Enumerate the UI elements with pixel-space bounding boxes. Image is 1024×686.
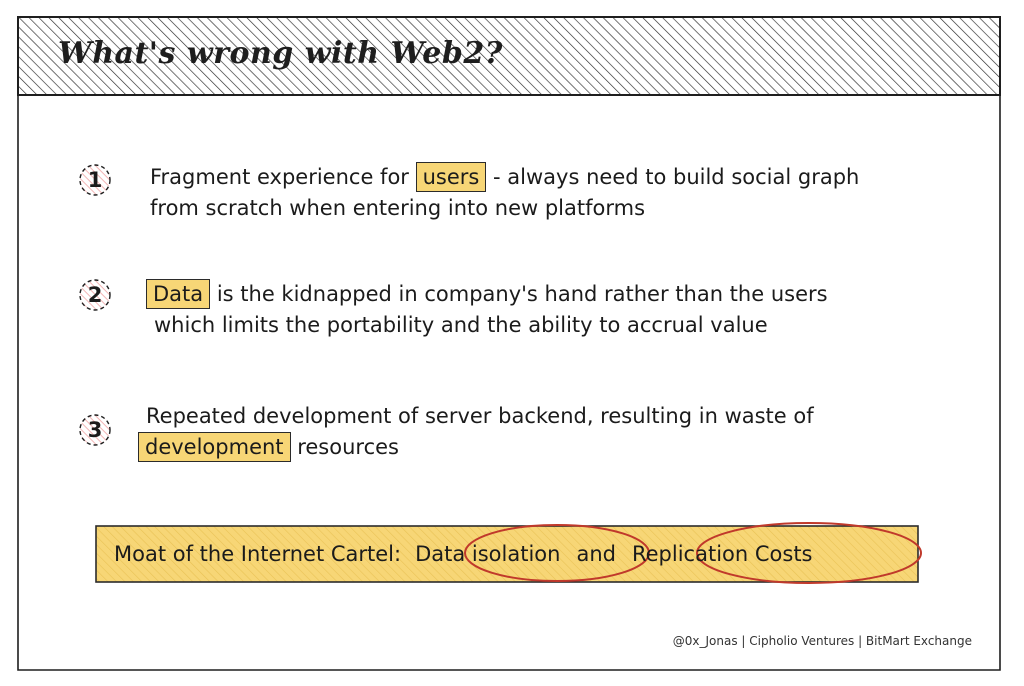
- point-1-text-before: Fragment experience for: [150, 165, 409, 189]
- slide-frame: [17, 16, 1001, 671]
- point-2-badge: 2: [78, 278, 112, 312]
- point-3-badge: 3: [78, 413, 112, 447]
- moat-box-bg: [95, 525, 919, 583]
- point-2-line-2: which limits the portability and the abi…: [154, 313, 768, 337]
- highlight-development: development: [138, 432, 291, 462]
- point-1-number: 1: [87, 168, 103, 192]
- point-3-line-1: Repeated development of server backend, …: [146, 404, 814, 428]
- header-band: [17, 16, 1001, 96]
- highlight-users: users: [415, 162, 487, 192]
- footer-credit: @0x_Jonas | Cipholio Ventures | BitMart …: [672, 634, 972, 648]
- point-3-line-2: development resources: [138, 432, 399, 463]
- point-1-line-1: Fragment experience for users - always n…: [150, 162, 859, 193]
- point-1-text-after: - always need to build social graph: [493, 165, 860, 189]
- moat-statement: Moat of the Internet Cartel: Data isolat…: [96, 526, 918, 582]
- page-title: What's wrong with Web2?: [58, 36, 503, 71]
- point-2-line-1: Data is the kidnapped in company's hand …: [146, 279, 828, 310]
- point-2-number: 2: [87, 283, 103, 307]
- circle-data-isolation: [464, 524, 650, 582]
- moat-replication-costs: Replication Costs: [631, 542, 813, 566]
- point-3-text-after: resources: [297, 435, 399, 459]
- circle-replication-costs: [696, 522, 922, 584]
- highlight-data: Data: [146, 279, 211, 309]
- moat-data-isolation: Data isolation: [415, 542, 561, 566]
- frame-border: [17, 95, 1001, 671]
- moat-connector: and: [576, 542, 616, 566]
- point-3-number: 3: [87, 418, 103, 442]
- point-1-line-2: from scratch when entering into new plat…: [150, 196, 646, 220]
- moat-prefix: Moat of the Internet Cartel:: [114, 542, 402, 566]
- point-2-text-after: is the kidnapped in company's hand rathe…: [216, 282, 828, 306]
- point-1-badge: 1: [78, 163, 112, 197]
